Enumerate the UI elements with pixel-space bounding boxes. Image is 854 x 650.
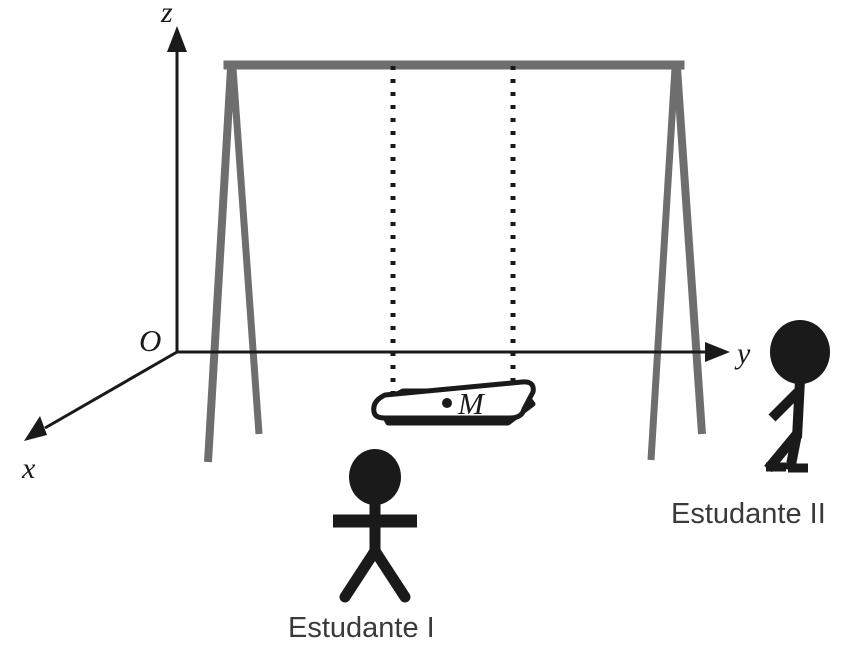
estudante-2-label: Estudante II [671,498,826,530]
swing-frame [204,60,706,463]
swing-left-leg-outer [204,67,235,463]
estudante-1-leg-left [339,545,381,603]
estudante-2-torso [792,379,805,439]
estudante-1-head [349,449,401,505]
swing-right-leg-outer [673,67,706,435]
y-axis-arrowhead [705,342,730,362]
origin-label: O [139,323,161,358]
z-axis-arrowhead [167,26,187,52]
estudante-2-arm [768,388,802,422]
swing-left-leg-inner [229,67,263,435]
mass-point-dot [442,398,452,408]
swing-seat [371,379,536,426]
z-axis-label: z [160,0,173,29]
estudante-1-leg-right [369,545,411,603]
coordinate-axes: z y x O [21,0,751,485]
y-axis-label: y [734,337,751,370]
estudante-1-label: Estudante I [288,612,435,644]
estudante-2-head [770,320,830,384]
x-axis-label: x [21,452,36,485]
mass-point-label: M [457,386,486,421]
swing-seat-top-face [371,379,536,421]
x-axis-arrowhead [24,416,47,441]
x-axis-line [44,350,178,430]
estudante-2-figure: Estudante II [671,320,830,530]
center-of-mass: M [442,386,486,421]
swing-chains [390,66,516,392]
swing-right-leg-inner [647,67,679,461]
estudante-1-figure: Estudante I [288,449,435,644]
